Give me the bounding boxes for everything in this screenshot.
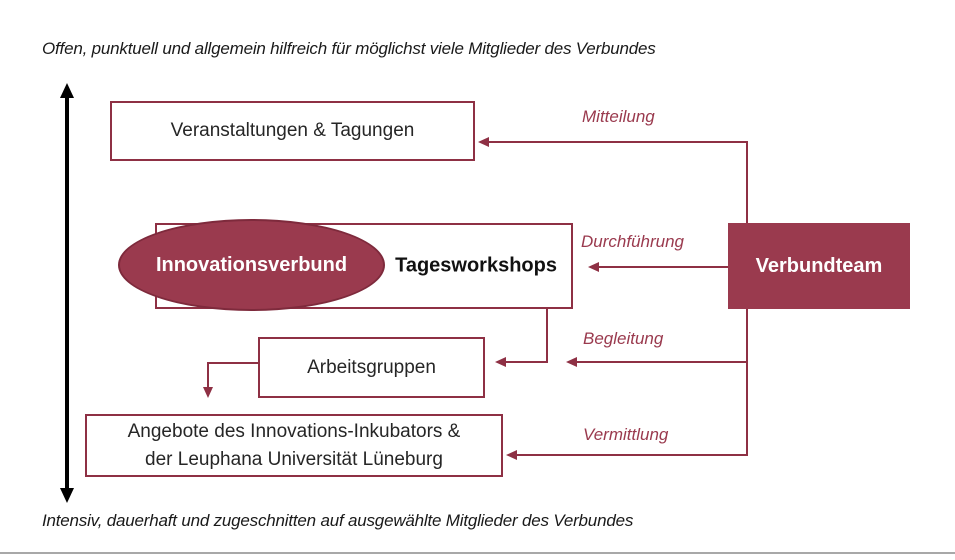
box-veranstaltungen-tagungen: Veranstaltungen & Tagungen (110, 101, 475, 161)
label-vermittlung: Vermittlung (583, 425, 669, 444)
mitteilung-line-vertical (746, 141, 748, 223)
box-angebote-line1: Angebote des Innovations-Inkubators & (127, 420, 461, 442)
mitteilung-arrowhead-icon (478, 137, 489, 147)
box-angebote: Angebote des Innovations-Inkubators & de… (85, 414, 503, 477)
box-verbundteam: Verbundteam (728, 223, 910, 309)
ellipse-innovationsverbund: Innovationsverbund (118, 219, 385, 311)
tagesworkshops-arbeitsgruppen-arrowhead-icon (495, 357, 506, 367)
mitteilung-line-horizontal (488, 141, 747, 143)
box-angebote-label: Angebote des Innovations-Inkubators & de… (128, 418, 461, 473)
label-durchfuehrung: Durchführung (581, 232, 685, 251)
verbundteam-trunk-line-vertical (746, 309, 748, 456)
spectrum-arrow-shaft (65, 96, 69, 490)
durchfuehrung-arrowhead-icon (588, 262, 599, 272)
arbeitsgruppen-angebote-arrowhead-icon (203, 387, 213, 398)
bottom-caption: Intensiv, dauerhaft und zugeschnitten au… (42, 511, 634, 530)
tagesworkshops-arbeitsgruppen-line-horizontal (505, 361, 548, 363)
vermittlung-arrowhead-icon (506, 450, 517, 460)
box-verbundteam-label: Verbundteam (755, 254, 883, 277)
durchfuehrung-line-horizontal (598, 266, 728, 268)
box-arbeitsgruppen: Arbeitsgruppen (258, 337, 485, 398)
label-begleitung: Begleitung (583, 329, 664, 348)
label-mitteilung: Mitteilung (582, 107, 655, 126)
box-arbeitsgruppen-label: Arbeitsgruppen (307, 356, 436, 378)
tagesworkshops-arbeitsgruppen-line-vertical (546, 309, 548, 363)
bottom-divider (0, 552, 955, 554)
box-tagesworkshops-label: Tagesworkshops (395, 254, 557, 277)
box-veranstaltungen-label: Veranstaltungen & Tagungen (170, 120, 415, 141)
begleitung-arrowhead-icon (566, 357, 577, 367)
arbeitsgruppen-angebote-line-horizontal (207, 362, 258, 364)
top-caption: Offen, punktuell und allgemein hilfreich… (42, 39, 656, 58)
spectrum-arrow-up-head (60, 83, 74, 98)
vermittlung-line-horizontal (516, 454, 748, 456)
begleitung-line-horizontal (576, 361, 748, 363)
spectrum-arrow-down-head (60, 488, 74, 503)
arbeitsgruppen-angebote-line-vertical (207, 362, 209, 388)
ellipse-innovationsverbund-label: Innovationsverbund (155, 253, 348, 276)
box-angebote-line2: der Leuphana Universität Lüneburg (145, 448, 443, 470)
